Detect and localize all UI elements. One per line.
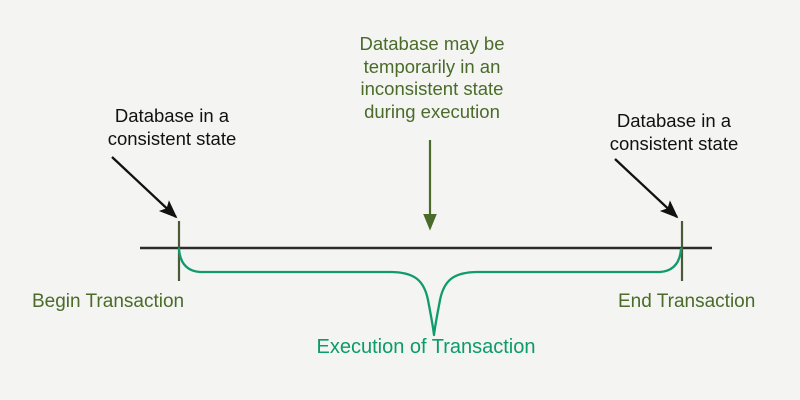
end-transaction-label: End Transaction	[618, 291, 756, 312]
left-consistent-state-label: Database in a consistent state	[107, 105, 237, 149]
transaction-execution-curve	[177, 247, 683, 337]
inconsistent-state-note: Database may be temporarily in an incons…	[359, 33, 505, 122]
begin-transaction-label: Begin Transaction	[32, 291, 185, 312]
execution-of-transaction-label: Execution of Transaction	[316, 336, 536, 358]
right-callout-arrow	[614, 158, 679, 219]
right-consistent-state-label: Database in a consistent state	[609, 110, 739, 154]
left-callout-arrow	[111, 156, 178, 219]
